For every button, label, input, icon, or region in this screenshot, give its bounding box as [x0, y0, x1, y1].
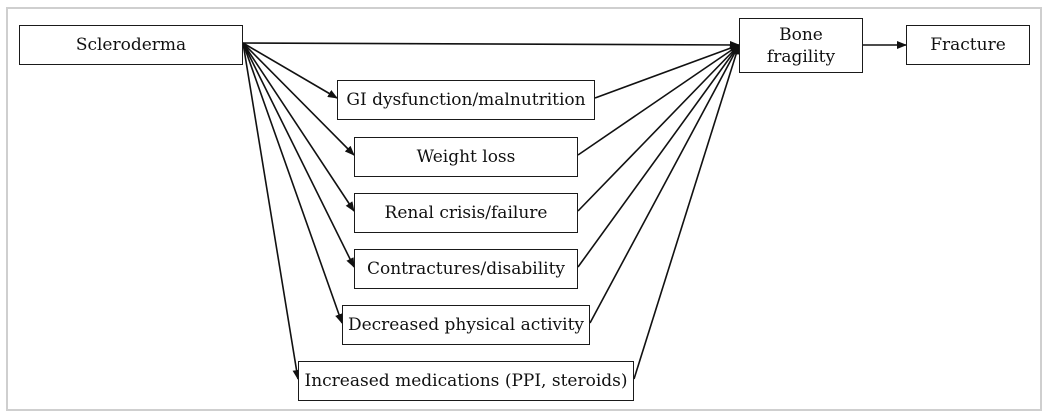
arrow-scleroderma-to-contractures [242, 42, 355, 268]
arrow-scleroderma-to-gi [242, 42, 338, 99]
node-increased-medications: Increased medications (PPI, steroids) [298, 361, 634, 401]
node-weight-loss: Weight loss [354, 137, 578, 177]
arrow-contractures-to-bone [577, 44, 740, 268]
node-bone-fragility: Bone fragility [739, 18, 863, 73]
arrow-scleroderma-to-weight [242, 42, 355, 156]
arrow-scleroderma-to-medications [242, 42, 301, 380]
arrow-scleroderma-to-bone [242, 40, 740, 49]
node-fracture: Fracture [906, 25, 1030, 65]
arrow-scleroderma-to-activity [242, 42, 343, 324]
arrow-scleroderma-to-renal [242, 42, 355, 212]
arrow-medications-to-bone [633, 44, 741, 380]
node-renal-crisis: Renal crisis/failure [354, 193, 578, 233]
arrow-gi-to-bone [594, 44, 740, 99]
node-decreased-activity: Decreased physical activity [342, 305, 590, 345]
node-contractures: Contractures/disability [354, 249, 578, 289]
arrow-weight-to-bone [577, 44, 740, 156]
arrow-renal-to-bone [577, 44, 740, 212]
arrow-activity-to-bone [589, 44, 740, 324]
node-gi-dysfunction: GI dysfunction/malnutrition [337, 80, 595, 120]
node-scleroderma: Scleroderma [19, 25, 243, 65]
